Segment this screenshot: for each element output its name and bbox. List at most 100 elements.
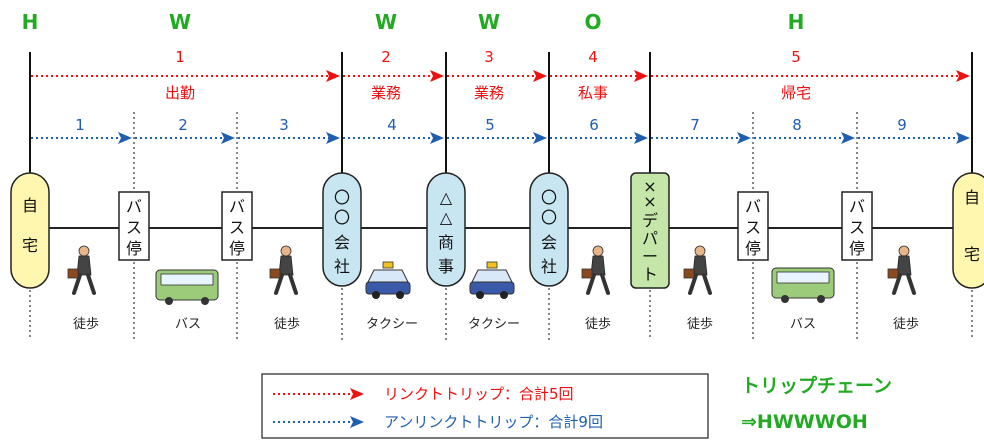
- linked-trip-number-1: 1: [175, 48, 185, 66]
- mode-label-4: タクシー: [366, 317, 418, 332]
- node-trading-char-3: 商: [438, 233, 454, 252]
- unlinked-trip-number-2: 2: [178, 116, 188, 134]
- node-bus-stop-1-char-1: バ: [126, 197, 142, 216]
- node-department-store-char-1: ×: [643, 177, 656, 196]
- node-home-end: 自 宅: [952, 172, 984, 289]
- node-company-1: 〇 〇 会 社: [322, 172, 362, 287]
- activity-label-1: H: [22, 10, 39, 34]
- node-department-store-char-2: ×: [643, 192, 656, 211]
- bus-icon: [771, 267, 835, 303]
- node-home-end-char-2: 宅: [964, 245, 980, 264]
- node-trading-shape: [426, 172, 466, 287]
- bus-icon: [155, 269, 219, 305]
- unlinked-trips: 1 2 3 4 5 6 7 8 9: [31, 116, 970, 144]
- node-bus-stop-3-shape: [737, 191, 769, 261]
- stop-dotted-lines: [29, 112, 973, 340]
- node-company-2-char-2: 〇: [541, 208, 557, 227]
- legend-linked-text: リンクトトリップ：合計5回: [384, 385, 574, 403]
- walker-icon: [269, 245, 298, 295]
- node-bus-stop-3-char-1: バ: [745, 197, 761, 216]
- mode-label-1: 徒歩: [73, 317, 99, 332]
- node-bus-stop-2-shape: [221, 191, 253, 261]
- node-home-start-shape: [10, 172, 50, 289]
- mode-label-5: タクシー: [468, 317, 520, 332]
- mode-label-9: 徒歩: [893, 317, 919, 332]
- legend: リンクトトリップ：合計5回 アンリンクトトリップ：合計9回: [261, 373, 709, 439]
- node-trading-char-2: △: [440, 208, 453, 227]
- node-home-start: 自 宅: [10, 172, 50, 289]
- node-bus-stop-2: バ ス 停: [221, 191, 253, 261]
- node-trading: △ △ 商 事: [426, 172, 466, 287]
- legend-unlinked-text: アンリンクトトリップ：合計9回: [384, 413, 603, 431]
- node-bus-stop-2-char-3: 停: [229, 239, 245, 258]
- linked-trip-number-5: 5: [791, 48, 801, 66]
- activity-label-3: W: [375, 10, 397, 34]
- unlinked-trip-number-8: 8: [792, 116, 802, 134]
- unlinked-trip-number-4: 4: [387, 116, 397, 134]
- unlinked-trip-number-3: 3: [279, 116, 289, 134]
- unlinked-trip-number-1: 1: [75, 116, 85, 134]
- trip-chain-value: ⇒HWWWOH: [741, 411, 868, 433]
- walker-icon: [581, 245, 610, 295]
- node-bus-stop-4: バ ス 停: [841, 191, 873, 261]
- walker-icon: [683, 245, 712, 295]
- activity-label-2: W: [169, 10, 191, 34]
- node-bus-stop-1-char-3: 停: [126, 239, 142, 258]
- walker-icon: [67, 245, 96, 295]
- node-home-end-char-1: 自: [964, 188, 980, 207]
- linked-trip-purpose-2: 業務: [371, 84, 401, 102]
- node-bus-stop-3-char-2: ス: [745, 218, 761, 237]
- unlinked-trip-number-6: 6: [589, 116, 599, 134]
- unlinked-trip-number-9: 9: [897, 116, 907, 134]
- node-company-2-char-4: 社: [541, 257, 557, 276]
- node-company-1-char-4: 社: [334, 257, 350, 276]
- nodes: 自 宅 バ ス 停 バ ス 停 〇 〇 会 社 △ △: [10, 172, 984, 289]
- mode-label-8: バス: [790, 317, 816, 332]
- unlinked-trip-number-5: 5: [485, 116, 495, 134]
- taxi-icon: [365, 261, 411, 299]
- activity-label-5: O: [584, 10, 601, 34]
- activity-label-6: H: [788, 10, 805, 34]
- node-bus-stop-3: バ ス 停: [737, 191, 769, 261]
- activity-label-4: W: [478, 10, 500, 34]
- node-home-start-char-1: 自: [22, 196, 38, 215]
- node-bus-stop-4-shape: [841, 191, 873, 261]
- trip-chain-summary: トリップチェーン ⇒HWWWOH: [741, 374, 892, 433]
- node-company-2: 〇 〇 会 社: [529, 172, 569, 287]
- linked-trip-number-4: 4: [588, 48, 598, 66]
- taxi-icon: [469, 261, 515, 299]
- mode-label-3: 徒歩: [274, 317, 300, 332]
- node-company-1-shape: [322, 172, 362, 287]
- node-bus-stop-4-char-2: ス: [849, 218, 865, 237]
- linked-trips: 1 出勤 2 業務 3 業務 4 私事 5 帰宅: [31, 48, 970, 102]
- node-bus-stop-2-char-1: バ: [229, 197, 245, 216]
- linked-trip-purpose-5: 帰宅: [781, 84, 811, 102]
- node-company-1-char-2: 〇: [334, 208, 350, 227]
- node-company-1-char-3: 会: [334, 233, 350, 252]
- node-trading-char-1: △: [440, 188, 453, 207]
- node-bus-stop-2-char-2: ス: [229, 218, 245, 237]
- node-company-1-char-1: 〇: [334, 188, 350, 207]
- linked-trip-purpose-1: 出勤: [165, 84, 195, 102]
- walker-icon: [887, 245, 916, 295]
- node-bus-stop-4-char-1: バ: [849, 197, 865, 216]
- linked-trip-purpose-4: 私事: [578, 84, 608, 102]
- node-bus-stop-4-char-3: 停: [849, 239, 865, 258]
- mode-label-6: 徒歩: [585, 317, 611, 332]
- node-company-2-shape: [529, 172, 569, 287]
- node-trading-char-4: 事: [438, 257, 454, 276]
- node-department-store-char-3: デ: [642, 211, 658, 230]
- linked-trip-purpose-3: 業務: [474, 84, 504, 102]
- node-company-2-char-3: 会: [541, 233, 557, 252]
- node-home-start-char-2: 宅: [22, 236, 38, 255]
- node-department-store-char-4: パ: [642, 229, 658, 248]
- node-bus-stop-1: バ ス 停: [118, 191, 150, 261]
- node-department-store: × × デ パ ー ト: [630, 172, 670, 289]
- linked-trip-number-3: 3: [484, 48, 494, 66]
- illustrations: [67, 245, 916, 305]
- node-bus-stop-1-shape: [118, 191, 150, 261]
- trip-chain-title: トリップチェーン: [741, 374, 892, 397]
- mode-label-7: 徒歩: [687, 317, 713, 332]
- node-department-store-shape: [630, 172, 670, 289]
